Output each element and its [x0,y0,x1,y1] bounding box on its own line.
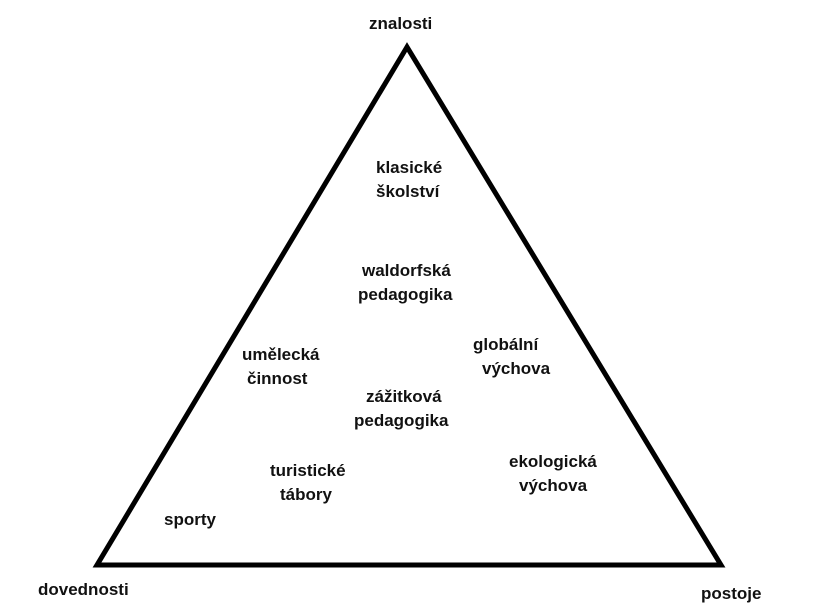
label-line: školství [376,182,440,201]
label-line: tábory [280,485,332,504]
corner-label-bottom-right: postoje [701,584,762,603]
label-turisticke-tabory: turistické tábory [270,459,346,507]
label-ekologicka-vychova: ekologická výchova [509,450,597,498]
label-line: výchova [519,476,588,495]
label-umelecka-cinnost: umělecká činnost [242,343,320,391]
label-line: klasické [376,158,443,177]
label-line: globální [473,335,539,354]
label-line: pedagogika [354,411,449,430]
label-waldorfska-pedagogika: waldorfská pedagogika [358,259,452,307]
label-globalni-vychova: globální výchova [473,333,550,381]
label-line: turistické [270,461,346,480]
corner-label-bottom-left: dovednosti [38,580,129,599]
label-sporty: sporty [164,508,216,532]
label-line: sporty [164,510,216,529]
label-line: výchova [482,359,551,378]
label-line: waldorfská [362,261,451,280]
label-zazitkova-pedagogika: zážitková pedagogika [354,385,448,433]
triangle-outline [92,42,726,568]
label-line: umělecká [242,345,320,364]
label-klasicke-skolstvi: klasické školství [376,156,442,204]
label-line: činnost [247,369,308,388]
label-line: ekologická [509,452,597,471]
label-line: zážitková [366,387,442,406]
corner-label-top: znalosti [369,14,433,33]
label-line: pedagogika [358,285,453,304]
